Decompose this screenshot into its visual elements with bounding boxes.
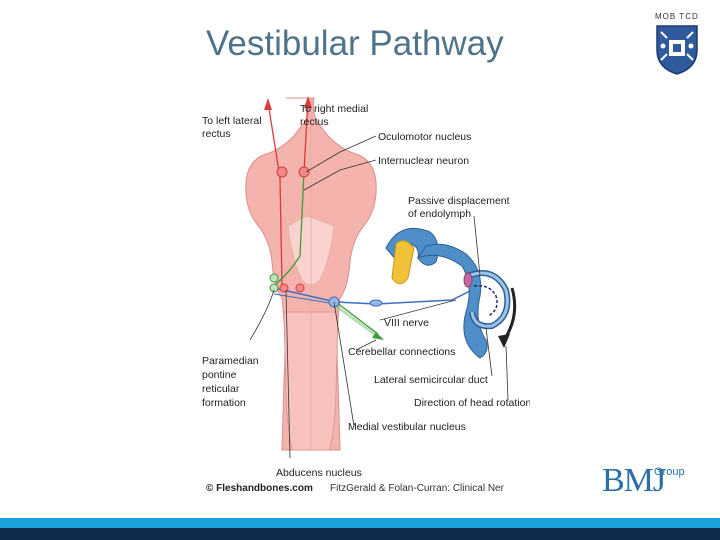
label-left-lateral-rectus: To left lateral	[202, 115, 262, 127]
label-left-lateral-rectus-2: rectus	[202, 128, 231, 140]
footer-bar	[0, 518, 720, 528]
label-paramedian-3: reticular	[202, 383, 240, 395]
oculomotor-nucleus-left	[276, 166, 288, 178]
green-pathway-cerebellar	[335, 301, 379, 335]
label-paramedian: Paramedian	[202, 355, 259, 367]
abducens-nucleus-green-1	[269, 273, 279, 283]
vestibular-pathway-diagram: To left lateral rectus To right medial r…	[202, 96, 530, 494]
label-right-medial-rectus-2: rectus	[300, 116, 329, 128]
label-medial-vestibular-nucleus: Medial vestibular nucleus	[348, 421, 466, 433]
label-right-medial-rectus: To right medial	[300, 103, 368, 115]
bmj-logo-group: Group	[654, 466, 685, 478]
label-cerebellar-connections: Cerebellar connections	[348, 346, 455, 358]
credit-citation: FitzGerald & Folan-Curran: Clinical Ner	[330, 483, 505, 494]
vestibular-ganglion	[369, 299, 383, 307]
label-internuclear-neuron: Internuclear neuron	[378, 155, 469, 167]
oculomotor-nucleus-right	[298, 166, 310, 178]
cupula	[463, 272, 473, 288]
endolymph-flow	[473, 284, 498, 317]
label-passive-displacement-2: of endolymph	[408, 208, 471, 220]
slide-title: Vestibular Pathway	[206, 24, 504, 63]
label-abducens-nucleus: Abducens nucleus	[276, 467, 362, 479]
red-pathway-medial-rectus	[303, 97, 309, 173]
label-viii-nerve: VIII nerve	[384, 317, 429, 329]
credit-source: © Fleshandbones.com	[206, 483, 313, 494]
footer-bar-dark	[0, 528, 720, 540]
label-paramedian-4: formation	[202, 397, 246, 409]
corner-label: MOB TCD	[655, 12, 699, 21]
label-lateral-semicircular-duct: Lateral semicircular duct	[374, 374, 488, 386]
abducens-nucleus-right	[295, 283, 305, 293]
crest-icon	[656, 25, 698, 75]
bmj-logo: BMJ	[602, 462, 666, 499]
labyrinth-yellow	[391, 240, 415, 285]
label-oculomotor-nucleus: Oculomotor nucleus	[378, 131, 471, 143]
red-pathway-lateral-rectus	[267, 101, 283, 287]
label-paramedian-2: pontine	[202, 369, 237, 381]
label-head-rotation: Direction of head rotation	[414, 397, 530, 409]
abducens-nucleus-green-2	[269, 283, 279, 293]
abducens-nucleus-red	[279, 283, 289, 293]
label-passive-displacement: Passive displacement	[408, 195, 510, 207]
green-pathway-internuclear	[273, 171, 305, 287]
